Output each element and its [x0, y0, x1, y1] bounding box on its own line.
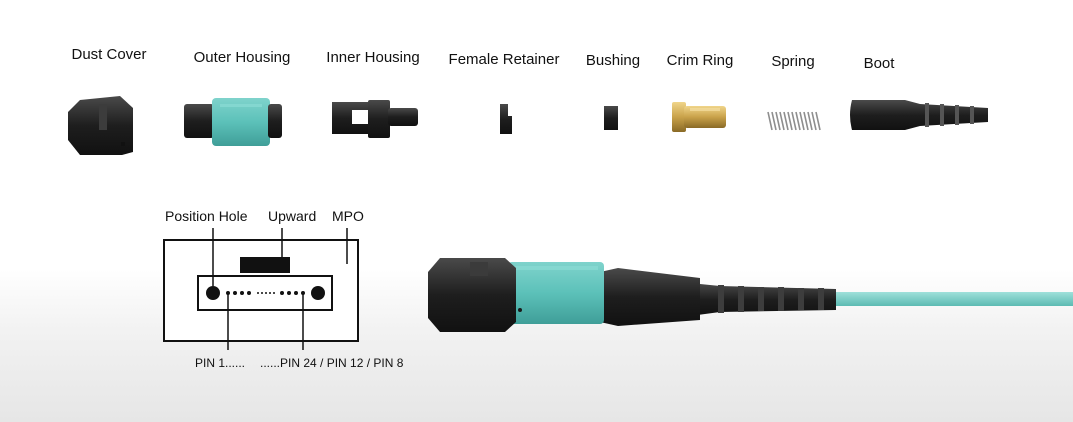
crim-ring	[672, 102, 726, 132]
crim-ring-label: Crim Ring	[666, 52, 734, 69]
spring-label: Spring	[771, 53, 815, 70]
dust-cover	[68, 96, 133, 155]
boot	[850, 100, 988, 130]
outer-housing	[184, 98, 282, 146]
bushing-label: Bushing	[585, 52, 641, 69]
upward-key	[240, 257, 290, 273]
pin-end-label: ......PIN 24 / PIN 12 / PIN 8	[260, 356, 404, 370]
assembled-outer-housing	[508, 262, 604, 324]
position-hole-left	[206, 286, 220, 300]
outer-housing-label: Outer Housing	[193, 49, 291, 66]
mpo-label: MPO	[332, 208, 364, 224]
boot-label: Boot	[863, 55, 895, 72]
assembled-connector	[428, 258, 1073, 332]
inner-housing-label: Inner Housing	[326, 49, 420, 66]
female-retainer	[500, 104, 512, 134]
spring	[767, 111, 821, 131]
inner-housing	[332, 100, 418, 138]
position-hole-label: Position Hole	[165, 208, 248, 224]
fiber-pins	[226, 291, 305, 295]
dust-cover-label: Dust Cover	[71, 46, 147, 63]
mpo-schematic	[163, 228, 359, 350]
upward-label: Upward	[268, 208, 317, 224]
pin1-label: PIN 1......	[195, 356, 246, 370]
position-hole-right	[311, 286, 325, 300]
female-retainer-label: Female Retainer	[448, 51, 560, 68]
bushing	[604, 106, 618, 130]
assembled-front-body	[428, 258, 516, 332]
fiber-cable	[830, 292, 1073, 306]
